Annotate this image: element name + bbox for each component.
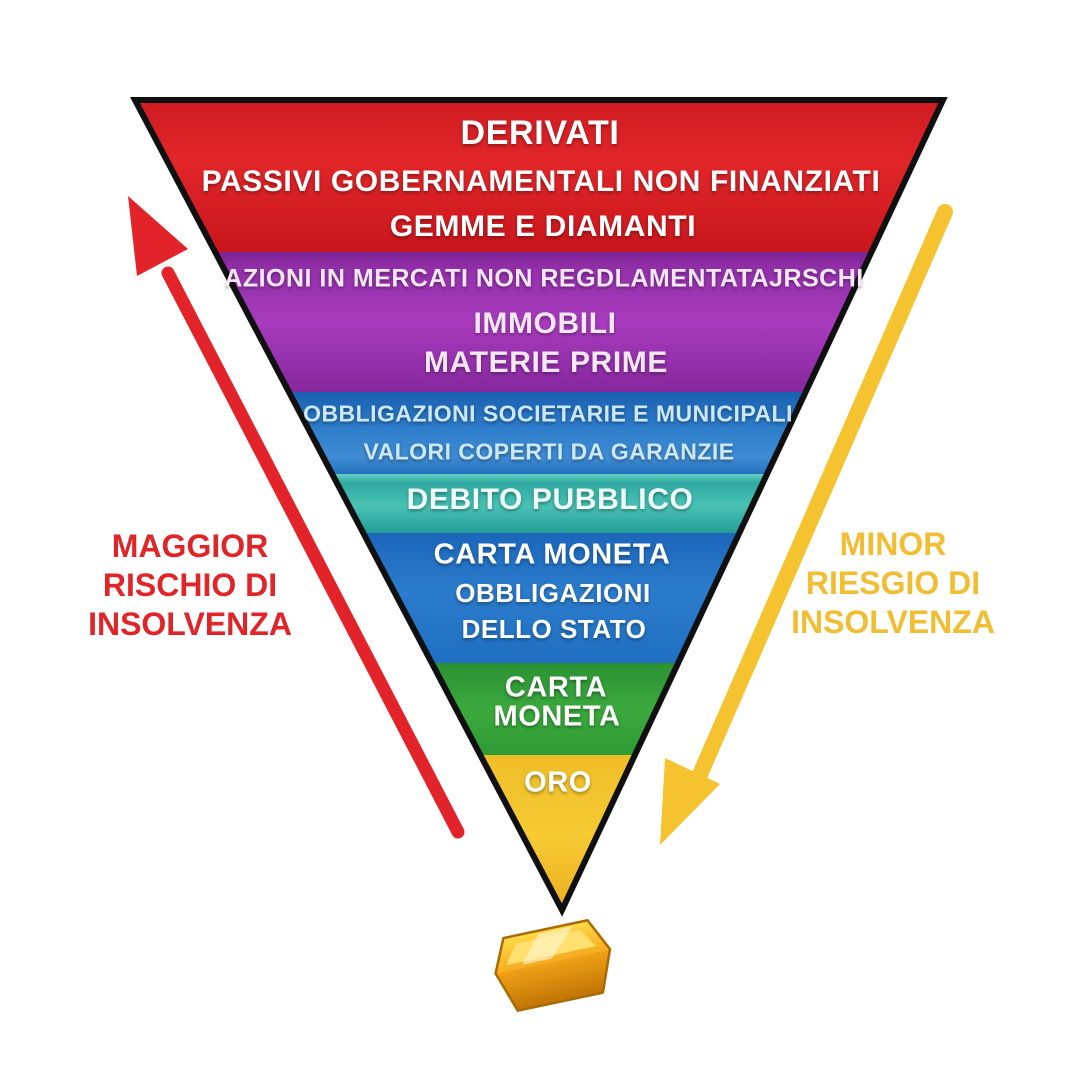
derivati-label: DERIVATI (460, 114, 620, 152)
obbligazioni-stato-label: OBBLIGAZIONI (455, 578, 651, 608)
gemme-diamanti-label: GEMME E DIAMANTI (389, 210, 697, 243)
valori-coperti-label: VALORI COPERTI DA GARANZIE (363, 438, 735, 465)
moneta-label: MONETA (493, 700, 621, 733)
maggior-label: MAGGIOR (111, 528, 269, 564)
immobili-label: IMMOBILI (473, 307, 617, 340)
pyramid-border (130, 97, 948, 917)
minor-label: MINOR (839, 526, 947, 562)
oro-label: ORO (524, 766, 592, 799)
azioni-mercati-label: AZIONI IN MERCATI NON REGDLAMENTATAJRSCH… (224, 264, 864, 293)
materie-prime-label: MATERIE PRIME (424, 346, 668, 379)
dello-stato-label: DELLO STATO (461, 614, 647, 644)
obbligazioni-societarie-label: OBBLIGAZIONI SOCIETARIE E MUNICIPALI (303, 400, 793, 427)
insolvenza-right-label: INSOLVENZA (791, 604, 995, 640)
passivi-governamentali-label: PASSIVI GOBERNAMENTALI NON FINANZIATI (201, 165, 881, 198)
rischio-di-label: RISCHIO DI (102, 567, 278, 603)
carta-label: CARTA (504, 671, 608, 704)
rising-risk-arrow-icon (128, 196, 465, 839)
insolvenza-left-label: INSOLVENZA (88, 606, 292, 642)
falling-risk-arrow-icon (660, 204, 953, 845)
pyramid-layer-derivati (135, 100, 943, 252)
debito-pubblico-label: DEBITO PUBBLICO (406, 483, 694, 516)
carta-moneta-stato-label: CARTA MONETA (433, 538, 671, 571)
gold-bar-icon (494, 918, 612, 1012)
riesgio-di-label: RIESGIO DI (805, 565, 981, 601)
